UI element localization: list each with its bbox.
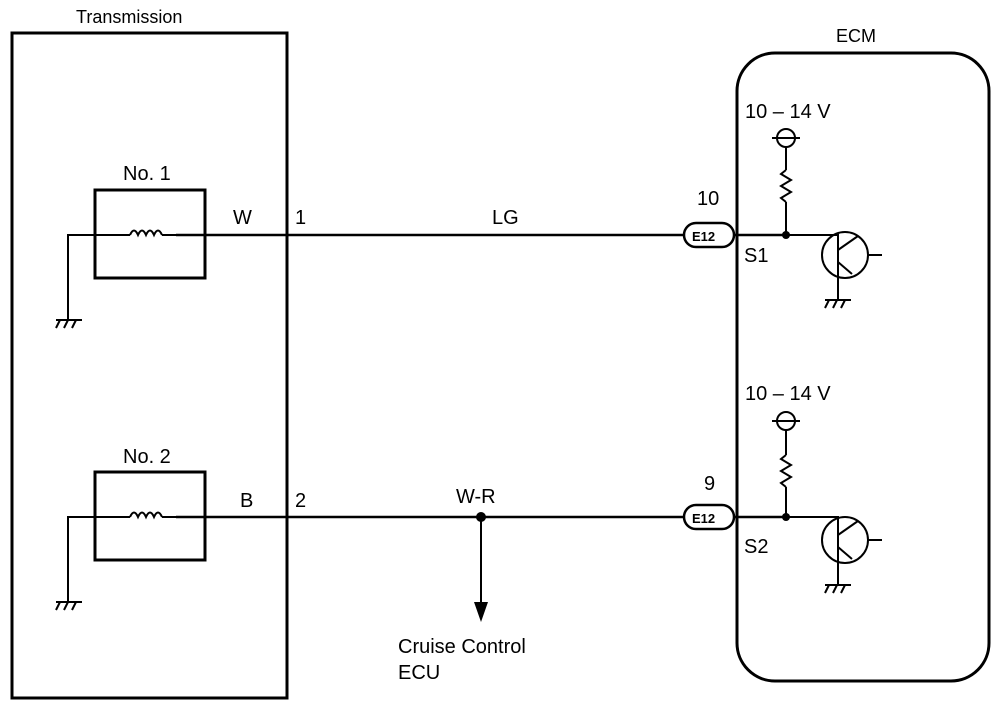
wire-b-label: B (240, 490, 253, 512)
connector-e12-b: E12 (682, 503, 736, 531)
transmission-outline (10, 31, 289, 700)
transistor-2-icon (821, 516, 882, 564)
wire-w-label: W (233, 207, 252, 229)
pullup-circuit-1: 10 – 14 V (745, 101, 882, 309)
cruise-control-label-line1: Cruise Control (398, 636, 526, 658)
solenoid-1-label: No. 1 (123, 163, 171, 185)
ground-ecm-1-icon (824, 299, 851, 309)
transmission-title: Transmission (76, 7, 182, 27)
wire-wr-label: W-R (456, 486, 496, 508)
coil-1-icon (129, 229, 176, 238)
pullup-circuit-2: 10 – 14 V (745, 383, 882, 594)
junction-1-dot (782, 231, 790, 239)
coil-2-icon (129, 511, 176, 520)
connector-e12-b-label: E12 (692, 511, 715, 526)
signal-s2-label: S2 (744, 536, 768, 558)
solenoid-2: No. 2 (55, 446, 207, 611)
ecm-block: ECM (735, 26, 991, 683)
resistor-1-icon (779, 169, 793, 203)
ecm-title: ECM (836, 26, 876, 46)
pin-1-label: 1 (295, 207, 306, 229)
pin-2-label: 2 (295, 490, 306, 512)
signal-s1-label: S1 (744, 245, 768, 267)
branch-arrow-icon (474, 602, 488, 622)
ground-2-icon (55, 601, 82, 611)
ecm-outline (735, 51, 991, 683)
ecm-pin-10-label: 10 (697, 188, 719, 210)
connector-e12-a-label: E12 (692, 229, 715, 244)
transistor-1-icon (821, 231, 882, 279)
solenoid-1-ground-lead (67, 234, 130, 320)
wire-lg-label: LG (492, 207, 519, 229)
ground-1-icon (55, 319, 82, 329)
ecm-pin-9-label: 9 (704, 473, 715, 495)
ground-ecm-2-icon (824, 584, 851, 594)
junction-2-dot (782, 513, 790, 521)
supply-1-label: 10 – 14 V (745, 101, 831, 123)
solenoid-2-ground-lead (67, 516, 130, 602)
connector-e12-a: E12 (682, 221, 736, 249)
supply-2-terminal-icon (772, 411, 800, 431)
resistor-2-icon (779, 454, 793, 488)
transmission-block: Transmission (10, 7, 289, 700)
supply-1-terminal-icon (772, 128, 800, 148)
solenoid-1: No. 1 (55, 163, 207, 329)
supply-2-label: 10 – 14 V (745, 383, 831, 405)
solenoid-2-label: No. 2 (123, 446, 171, 468)
cruise-control-label-line2: ECU (398, 662, 440, 684)
